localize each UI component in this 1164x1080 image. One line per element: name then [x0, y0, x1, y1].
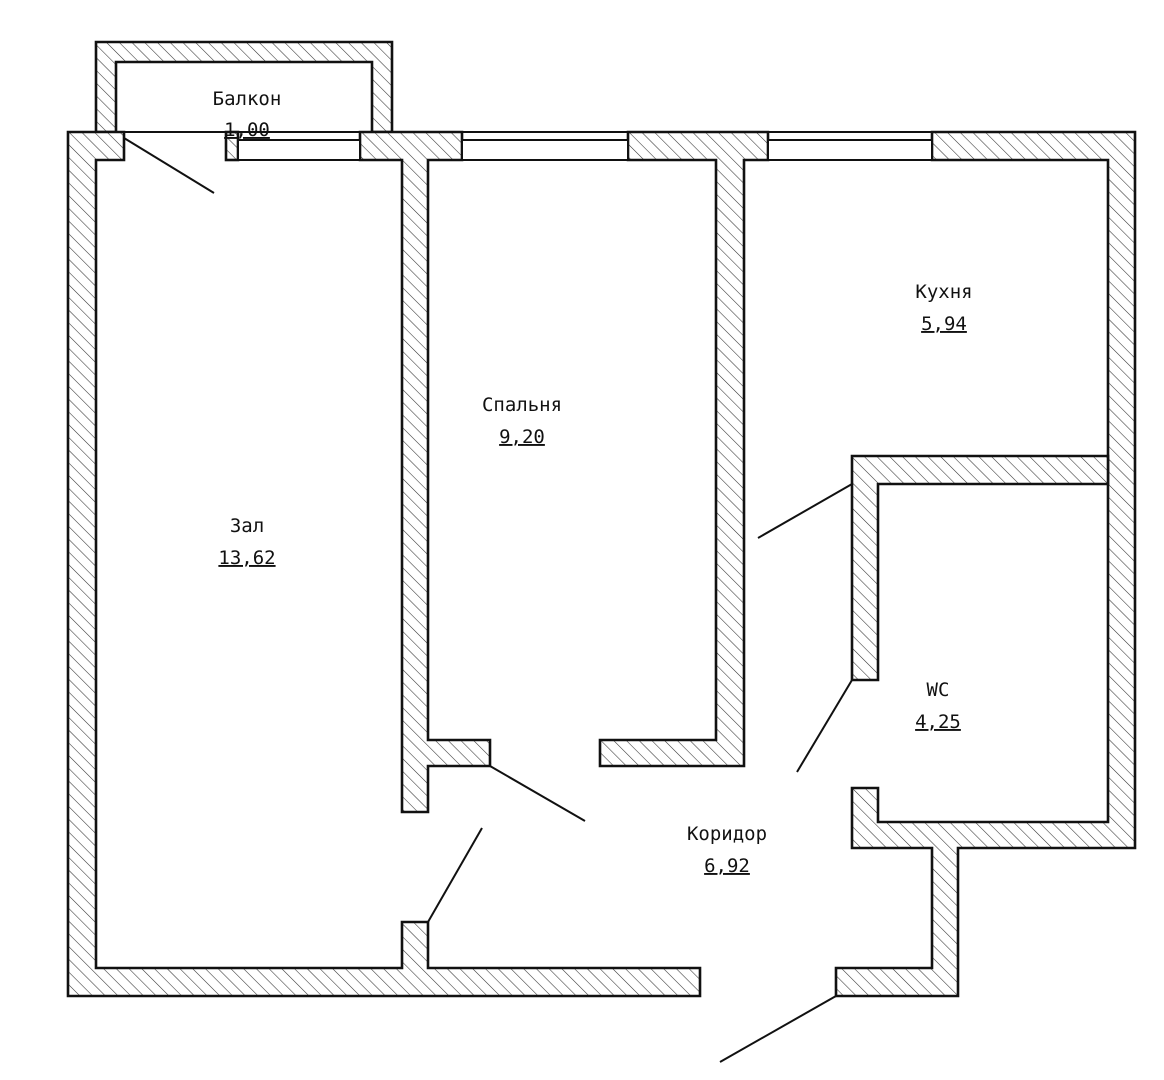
door-swing-kitchen	[757, 483, 853, 539]
door-swing-bedroom	[489, 765, 586, 822]
door-swing-wc	[796, 679, 853, 773]
window-kitchen	[767, 139, 933, 161]
window-bedroom	[461, 139, 629, 161]
window-balcony-door	[237, 139, 361, 161]
door-swing-hall	[427, 827, 483, 923]
wall-hall-bedroom	[358, 130, 492, 814]
room-area-balcony: 1,00	[224, 119, 270, 141]
outer-wall-right	[834, 130, 1137, 998]
room-name-corridor: Коридор	[687, 823, 767, 845]
room-area-bedroom: 9,20	[499, 426, 545, 448]
room-name-bedroom: Спальня	[482, 394, 562, 416]
door-swing-balcony	[123, 137, 215, 194]
door-swing-entrance	[719, 995, 837, 1063]
wall-bedroom-kitchen	[598, 130, 770, 768]
room-area-kitchen: 5,94	[921, 313, 967, 335]
room-name-kitchen: Кухня	[915, 281, 972, 303]
wall-kitchen-wc	[850, 454, 1110, 682]
room-area-corridor: 6,92	[704, 855, 750, 877]
room-name-hall: Зал	[230, 515, 264, 537]
outer-wall-top-left	[66, 130, 702, 998]
room-area-wc: 4,25	[915, 711, 961, 733]
room-name-balcony: Балкон	[213, 88, 282, 110]
room-area-hall: 13,62	[218, 547, 275, 569]
room-name-wc: WC	[927, 679, 950, 701]
